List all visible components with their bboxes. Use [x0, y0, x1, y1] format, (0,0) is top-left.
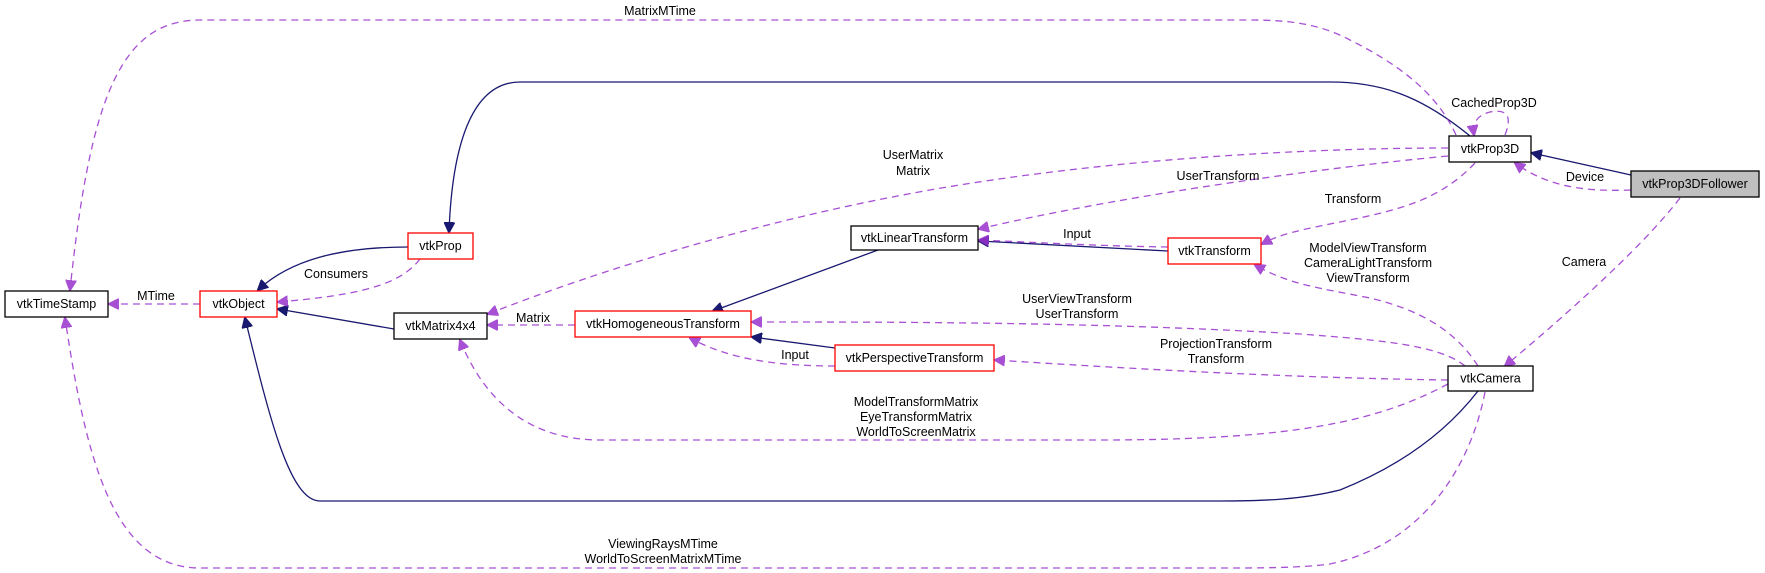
node-label: vtkProp	[419, 239, 461, 253]
edge-modeltransformmatrix	[460, 340, 1449, 441]
node-label: vtkTransform	[1178, 244, 1250, 258]
edge-perspective-to-homogeneous	[752, 337, 836, 349]
node-vtkmatrix4x4[interactable]: vtkMatrix4x4	[393, 312, 488, 340]
label-matrix-a: Matrix	[896, 164, 931, 178]
node-vtktransform[interactable]: vtkTransform	[1167, 237, 1262, 265]
node-label: vtkMatrix4x4	[405, 319, 475, 333]
label-cameralighttransform: CameraLightTransform	[1304, 256, 1432, 270]
edge-projectiontransform	[995, 360, 1449, 381]
edge-prop3d-to-prop	[449, 81, 1471, 232]
node-vtktimestamp[interactable]: vtkTimeStamp	[4, 290, 109, 318]
label-matrix-b: Matrix	[516, 311, 551, 325]
label-eyetransformmatrix: EyeTransformMatrix	[860, 410, 973, 424]
node-vtkhomogeneoustransform[interactable]: vtkHomogeneousTransform	[574, 310, 752, 338]
node-vtkprop3dfollower[interactable]: vtkProp3DFollower	[1630, 170, 1760, 198]
edge-consumers	[278, 258, 421, 302]
edge-userviewtransform	[752, 322, 1466, 367]
node-vtkperspectivetransform[interactable]: vtkPerspectiveTransform	[834, 344, 995, 372]
edge-usertransform	[979, 155, 1449, 229]
edge-camera-to-object	[245, 318, 1479, 502]
label-transform-a: Transform	[1325, 192, 1382, 206]
edge-matrix4x4-to-object	[278, 309, 395, 330]
edge-follower-to-prop3d	[1532, 153, 1632, 176]
edge-input-perspective-homogeneous	[690, 338, 836, 367]
node-label: vtkLinearTransform	[861, 231, 968, 245]
node-label: vtkObject	[212, 297, 265, 311]
label-worldtoscreenmatrixmtime: WorldToScreenMatrixMTime	[585, 552, 742, 566]
edge-cachedprop3d-self	[1474, 110, 1509, 135]
label-usermatrix: UserMatrix	[883, 148, 944, 162]
label-viewingraysmtime: ViewingRaysMTime	[608, 537, 718, 551]
node-vtkprop3d[interactable]: vtkProp3D	[1448, 135, 1532, 163]
edge-camera	[1505, 197, 1681, 366]
node-label: vtkTimeStamp	[17, 297, 96, 311]
label-usertransform: UserTransform	[1177, 169, 1260, 183]
label-projectiontransform: ProjectionTransform	[1160, 337, 1272, 351]
node-vtkcamera[interactable]: vtkCamera	[1447, 365, 1534, 392]
label-userviewtransform: UserViewTransform	[1022, 292, 1132, 306]
node-vtklineartransform[interactable]: vtkLinearTransform	[850, 225, 979, 251]
label-cachedprop3d: CachedProp3D	[1451, 96, 1536, 110]
label-input-a: Input	[1063, 227, 1091, 241]
edge-prop-to-object	[258, 246, 409, 290]
label-usertransform-b: UserTransform	[1036, 307, 1119, 321]
label-viewtransform: ViewTransform	[1326, 271, 1409, 285]
label-transform-b: Transform	[1188, 352, 1245, 366]
node-label: vtkPerspectiveTransform	[846, 351, 984, 365]
node-label: vtkHomogeneousTransform	[586, 317, 740, 331]
edge-usermatrix	[488, 147, 1449, 314]
label-worldtoscreenmatrix: WorldToScreenMatrix	[856, 425, 976, 439]
node-label: vtkProp3DFollower	[1642, 177, 1748, 191]
edge-device	[1515, 163, 1632, 191]
edge-linear-to-homogeneous	[713, 249, 879, 311]
label-modeltransformmatrix: ModelTransformMatrix	[854, 395, 979, 409]
node-vtkobject[interactable]: vtkObject	[199, 290, 278, 318]
label-modelviewtransform: ModelViewTransform	[1309, 241, 1426, 255]
label-input-b: Input	[781, 348, 809, 362]
label-device: Device	[1566, 170, 1604, 184]
node-label: vtkCamera	[1460, 372, 1520, 386]
label-matrixmtime: MatrixMTime	[624, 4, 696, 18]
edge-modelviewtransform	[1255, 265, 1479, 367]
node-vtkprop[interactable]: vtkProp	[407, 232, 474, 260]
label-camera: Camera	[1562, 255, 1607, 269]
node-label: vtkProp3D	[1461, 142, 1519, 156]
label-consumers: Consumers	[304, 267, 368, 281]
edge-viewingraysmtime	[65, 318, 1486, 569]
edge-transform	[1262, 162, 1476, 244]
label-mtime: MTime	[137, 289, 175, 303]
edge-transform-to-linear	[979, 241, 1169, 252]
